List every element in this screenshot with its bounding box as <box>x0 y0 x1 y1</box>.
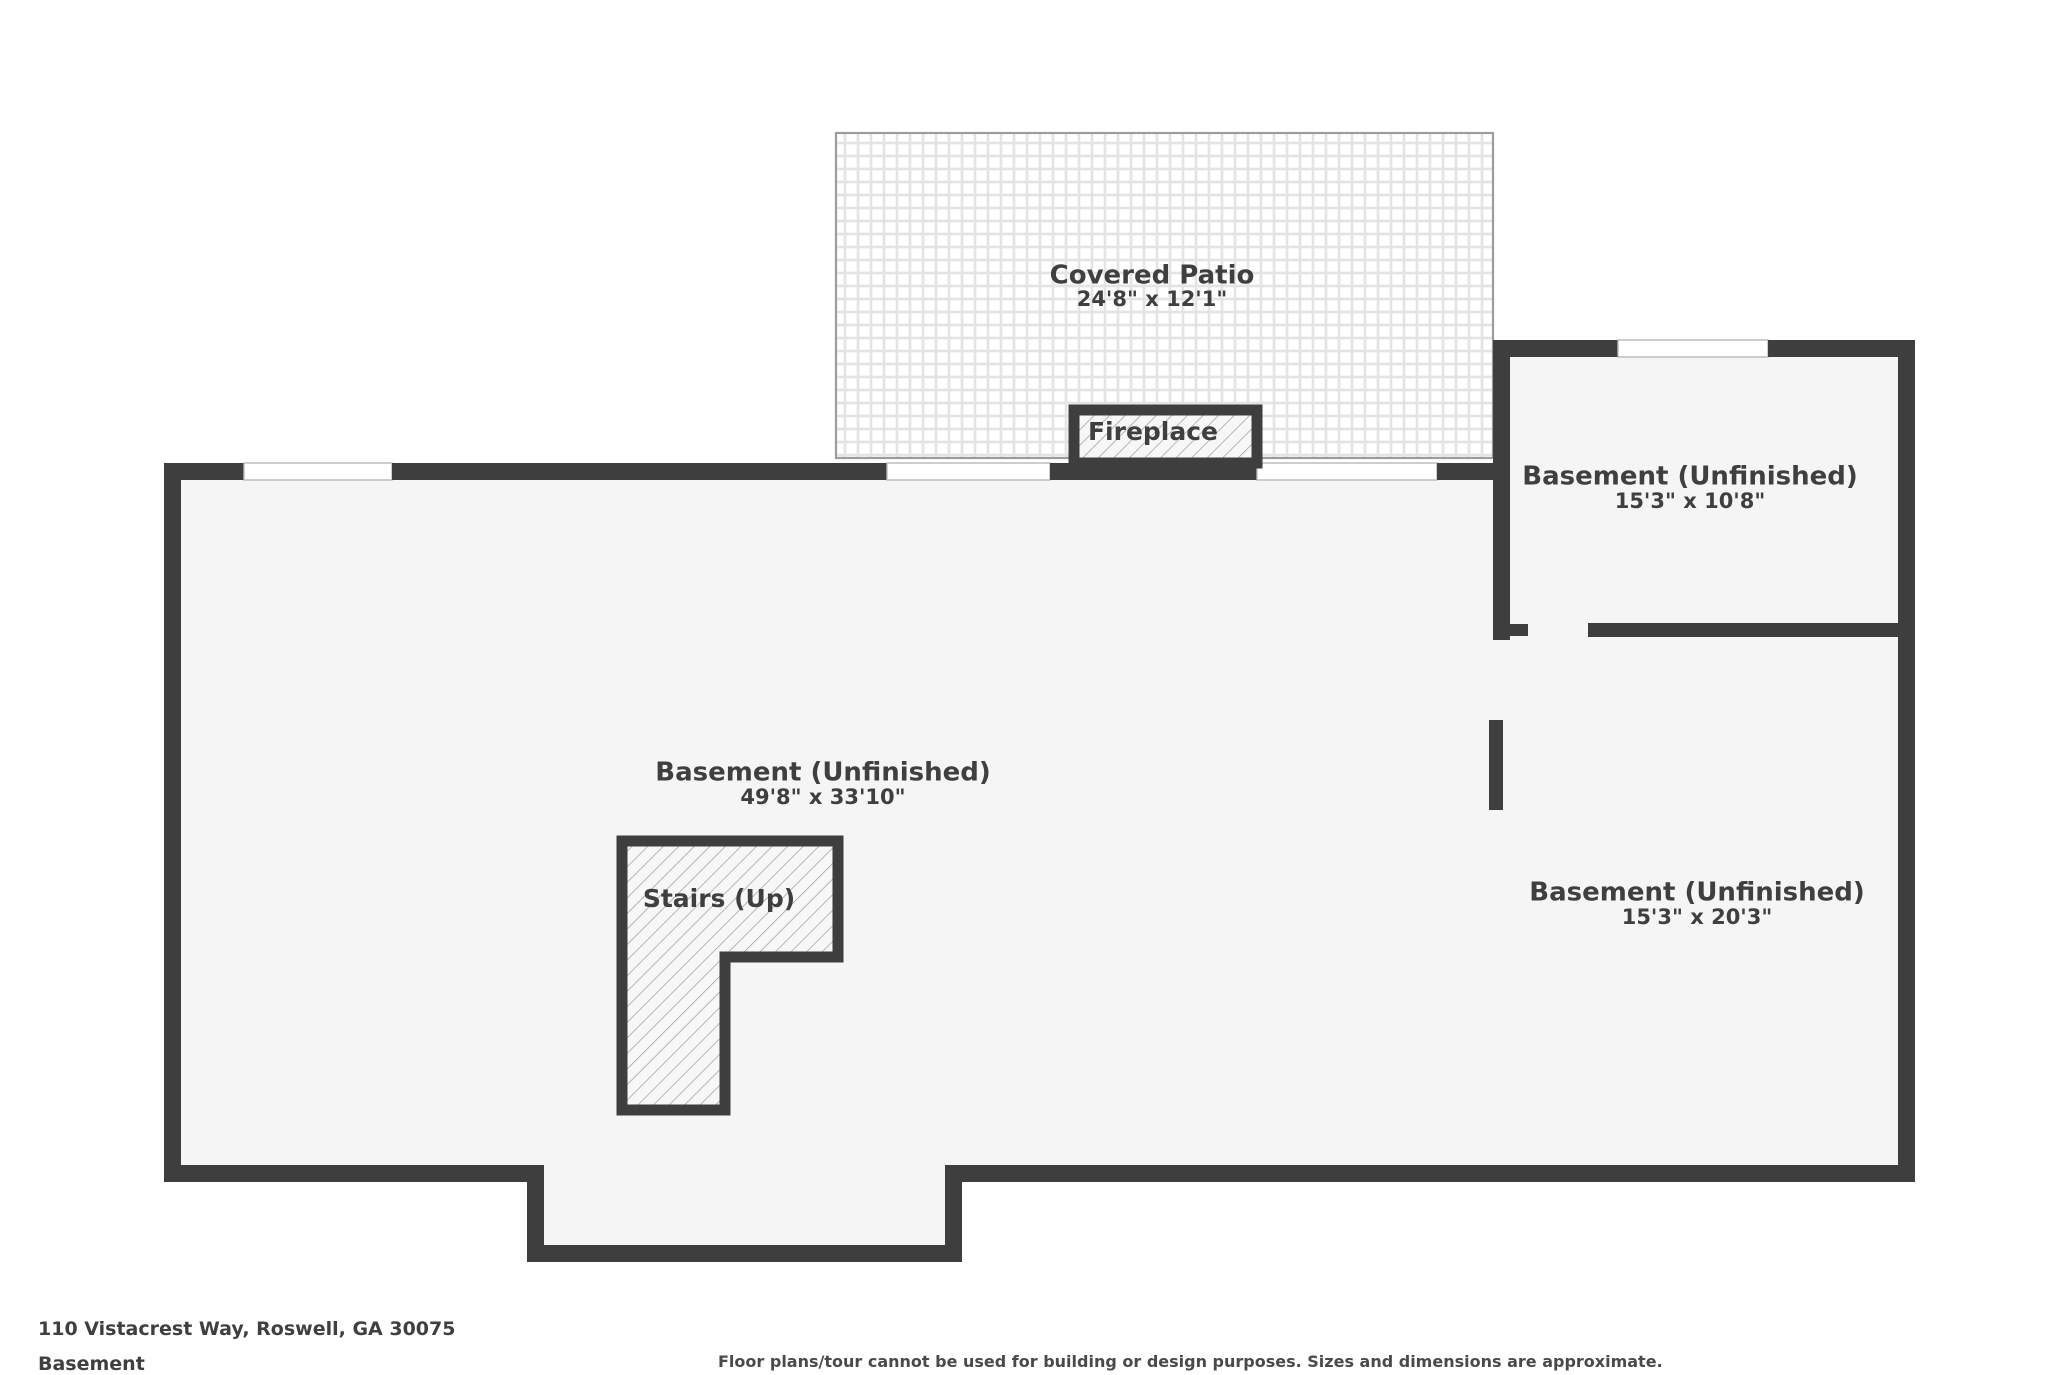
fireplace-body <box>1068 404 1263 469</box>
right-wing-floor <box>1493 340 1915 1182</box>
wall-bumpout-left <box>527 1165 544 1262</box>
disclaimer-text: Floor plans/tour cannot be used for buil… <box>718 1352 1663 1371</box>
wall-top-fireplace-left <box>1050 463 1074 480</box>
room-label-basement-lower-right: Basement (Unfinished) 15'3" x 20'3" <box>1529 878 1865 930</box>
stairs-label: Stairs (Up) <box>643 884 795 913</box>
wall-left-exterior <box>164 463 181 1182</box>
main-basement-dimensions: 49'8" x 33'10" <box>740 785 905 809</box>
door-opening-patio-right <box>1256 462 1438 481</box>
wall-top-left-b <box>392 463 887 480</box>
covered-patio-area: Covered Patio 24'8" x 12'1" <box>834 131 1495 460</box>
covered-patio-label: Covered Patio <box>1050 261 1255 291</box>
right-wing-area <box>1493 340 1915 1182</box>
wall-column-stub <box>1489 720 1503 810</box>
wall-door-jamb-stub <box>1510 624 1528 636</box>
room-label-main-basement: Basement (Unfinished) 49'8" x 33'10" <box>655 758 991 810</box>
wall-rw-right-exterior <box>1898 340 1915 1182</box>
basement-lower-right-dimensions: 15'3" x 20'3" <box>1622 905 1773 929</box>
door-opening-patio-left <box>886 462 1051 481</box>
wall-partition-right-horizontal <box>1588 623 1915 637</box>
stairs-body <box>616 835 844 1116</box>
basement-upper-right-dimensions: 15'3" x 10'8" <box>1615 489 1766 513</box>
covered-patio-floor <box>834 131 1495 460</box>
property-address: 110 Vistacrest Way, Roswell, GA 30075 <box>38 1318 456 1340</box>
exterior-walls-main <box>164 462 1915 1262</box>
stairs-feature: Stairs (Up) <box>616 835 844 1116</box>
main-basement-name: Basement (Unfinished) <box>655 758 991 788</box>
exterior-walls-right-wing <box>1493 339 1915 1182</box>
wall-rw-left-upper <box>1493 463 1510 640</box>
window-right-wing-top <box>1617 339 1769 358</box>
wall-bumpout-right <box>945 1165 962 1262</box>
fireplace-feature: Fireplace <box>1068 404 1263 469</box>
wall-rw-top-a <box>1493 340 1618 357</box>
wall-top-left-a <box>164 463 244 480</box>
wall-rw-top-b <box>1768 340 1915 357</box>
basement-lower-right-name: Basement (Unfinished) <box>1529 878 1865 908</box>
interior-walls <box>1489 623 1915 810</box>
window-top-left <box>243 462 393 481</box>
fireplace-label: Fireplace <box>1088 417 1218 446</box>
wall-bottom-left <box>164 1165 544 1182</box>
basement-upper-right-name: Basement (Unfinished) <box>1522 462 1858 492</box>
wall-top-right-stub <box>1437 463 1510 480</box>
covered-patio-dimensions: 24'8" x 12'1" <box>1077 287 1228 311</box>
floor-level-label: Basement <box>38 1353 145 1375</box>
room-label-basement-upper-right: Basement (Unfinished) 15'3" x 10'8" <box>1522 462 1858 514</box>
wall-bumpout-bottom <box>527 1245 962 1262</box>
wall-bottom-right <box>945 1165 1915 1182</box>
wall-rw-left-cap <box>1493 340 1510 463</box>
